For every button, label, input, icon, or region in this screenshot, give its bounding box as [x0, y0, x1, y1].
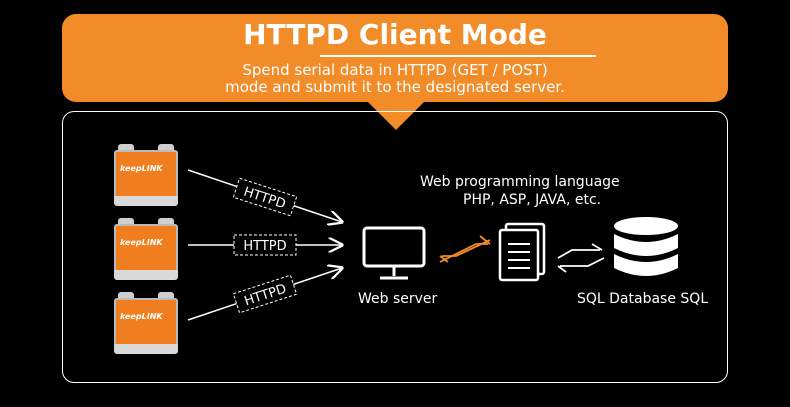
device-brand: keepLINK	[120, 238, 163, 247]
device-3: keepLINK	[108, 292, 178, 354]
database-icon	[614, 217, 678, 276]
device-1: keepLINK	[108, 144, 178, 206]
document-icon	[498, 222, 546, 282]
httpd-label-2: HTTPD	[233, 234, 297, 256]
diagram-panel	[62, 111, 728, 383]
subtitle-line-1: Spend serial data in HTTPD (GET / POST)	[242, 61, 548, 79]
programming-label-line2: PHP, ASP, JAVA, etc.	[463, 192, 602, 208]
title-underline	[320, 55, 596, 57]
monitor-icon	[362, 226, 426, 280]
httpd-label-1: HTTPD	[232, 177, 298, 217]
device-brand: keepLINK	[120, 312, 163, 321]
exchange-arrows-orange	[439, 235, 491, 263]
httpd-text: HTTPD	[243, 239, 286, 254]
subtitle-line-2: mode and submit it to the designated ser…	[225, 78, 565, 96]
banner-pointer	[366, 100, 426, 130]
exchange-arrows-white	[557, 243, 605, 273]
device-brand: keepLINK	[120, 164, 163, 173]
page-subtitle: Spend serial data in HTTPD (GET / POST) …	[62, 62, 728, 96]
device-2: keepLINK	[108, 218, 178, 280]
page-title: HTTPD Client Mode	[243, 18, 547, 51]
programming-label-line1: Web programming language	[420, 174, 620, 190]
header-banner: HTTPD Client Mode Spend serial data in H…	[62, 14, 728, 102]
httpd-label-3: HTTPD	[232, 274, 298, 314]
web-server-label: Web server	[358, 291, 438, 307]
database-label: SQL Database SQL	[577, 291, 709, 307]
